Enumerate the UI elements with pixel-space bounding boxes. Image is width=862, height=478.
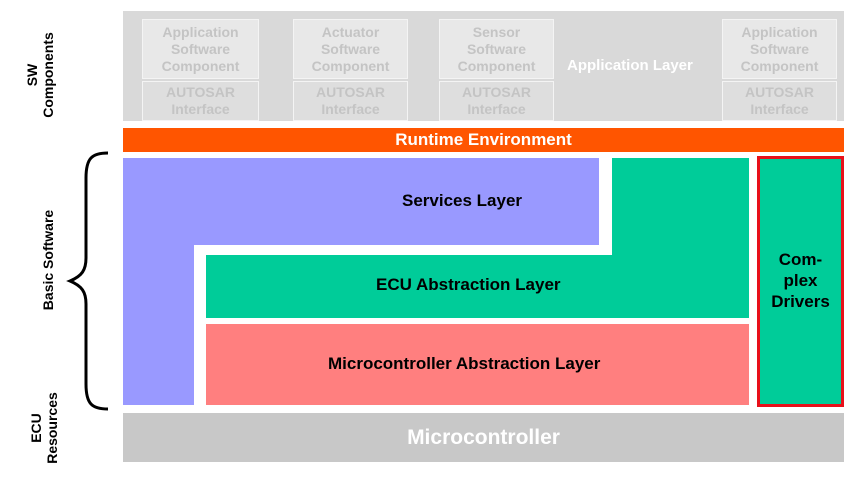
component-name: Sensor Software Component xyxy=(439,19,554,79)
services-layer-label: Services Layer xyxy=(402,191,523,210)
interface-line: AUTOSAR xyxy=(316,84,385,100)
interface-line: Interface xyxy=(321,101,380,117)
component-name-line: Software xyxy=(170,41,231,57)
interface-line: Interface xyxy=(750,101,809,117)
component-name-line: Software xyxy=(749,41,810,57)
services-layer[interactable] xyxy=(123,158,599,245)
component-name-line: Software xyxy=(466,41,527,57)
component-name-line: Component xyxy=(161,58,240,74)
microcontroller-bar[interactable]: Microcontroller xyxy=(123,413,844,462)
complex-drivers-label-line: plex xyxy=(783,271,818,290)
interface-line: Interface xyxy=(171,101,230,117)
autosar-interface: AUTOSAR Interface xyxy=(142,81,259,121)
component-name-line: Software xyxy=(320,41,381,57)
sw-components-label: SW Components xyxy=(24,32,56,118)
microcontroller-label: Microcontroller xyxy=(407,426,560,449)
runtime-environment-bar[interactable]: Runtime Environment xyxy=(123,128,844,152)
interface-line: AUTOSAR xyxy=(745,84,814,100)
complex-drivers[interactable] xyxy=(757,156,844,407)
component-name-line: Sensor xyxy=(472,24,521,40)
sensor-software-component[interactable]: Sensor Software Component AUTOSAR Interf… xyxy=(439,19,554,121)
application-layer-label: Application Layer xyxy=(567,57,693,74)
component-name-line: Actuator xyxy=(321,24,380,40)
complex-drivers-label: Com- plex Drivers xyxy=(757,249,844,312)
ecu-abstraction-layer[interactable] xyxy=(206,255,749,318)
component-name-line: Application xyxy=(162,24,239,40)
sw-components-label-line2: Components xyxy=(40,32,56,118)
autosar-interface: AUTOSAR Interface xyxy=(722,81,837,121)
complex-drivers-label-line: Drivers xyxy=(771,292,830,311)
component-name-line: Application xyxy=(741,24,818,40)
services-layer-stem xyxy=(123,245,194,405)
complex-drivers-label-line: Com- xyxy=(778,250,823,269)
ecu-resources-label-line2: Resources xyxy=(44,392,60,464)
application-software-component-1[interactable]: Application Software Component AUTOSAR I… xyxy=(142,19,259,121)
ecu-abstraction-layer-label: ECU Abstraction Layer xyxy=(376,275,561,294)
component-name-line: Component xyxy=(311,58,390,74)
interface-line: AUTOSAR xyxy=(166,84,235,100)
microcontroller-abstraction-layer[interactable] xyxy=(206,324,749,405)
component-name: Actuator Software Component xyxy=(293,19,408,79)
microcontroller-abstraction-layer-label: Microcontroller Abstraction Layer xyxy=(328,354,601,373)
basic-software-label: Basic Software xyxy=(40,209,56,311)
component-name: Application Software Component xyxy=(722,19,837,79)
interface-line: AUTOSAR xyxy=(462,84,531,100)
autosar-interface: AUTOSAR Interface xyxy=(293,81,408,121)
ecu-resources-label-line1: ECU xyxy=(28,413,44,443)
component-name-line: Component xyxy=(740,58,819,74)
component-name-line: Component xyxy=(457,58,536,74)
runtime-environment-label: Runtime Environment xyxy=(395,130,572,149)
sw-components-label-line1: SW xyxy=(24,63,40,87)
application-software-component-2[interactable]: Application Software Component AUTOSAR I… xyxy=(722,19,837,121)
basic-software-brace xyxy=(66,151,109,411)
actuator-software-component[interactable]: Actuator Software Component AUTOSAR Inte… xyxy=(293,19,408,121)
ecu-resources-label: ECU Resources xyxy=(28,392,60,464)
component-name: Application Software Component xyxy=(142,19,259,79)
autosar-interface: AUTOSAR Interface xyxy=(439,81,554,121)
interface-line: Interface xyxy=(467,101,526,117)
